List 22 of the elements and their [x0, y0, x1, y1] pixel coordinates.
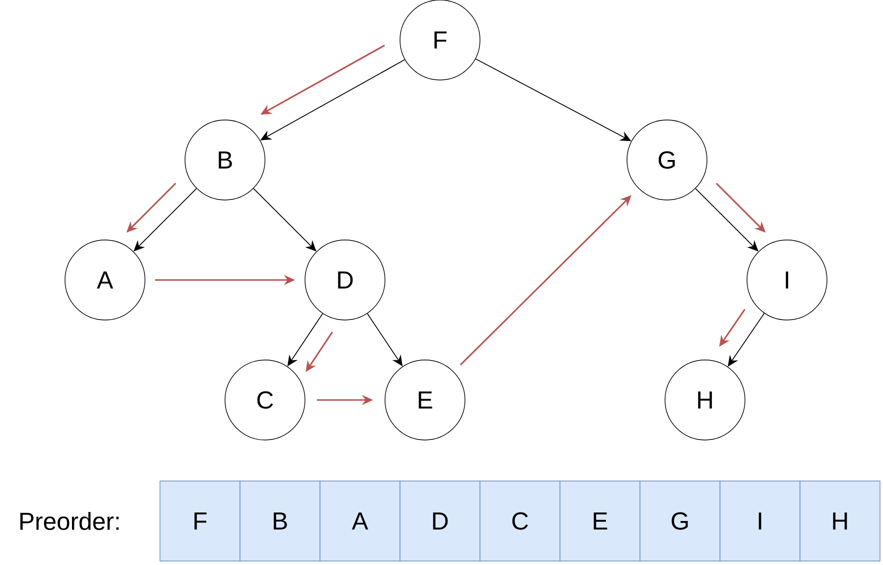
tree-edge	[253, 188, 316, 252]
tree-edge	[695, 188, 758, 252]
table-cell: I	[720, 480, 800, 562]
tree-node: G	[626, 120, 708, 200]
table-cell: G	[640, 480, 720, 562]
table-cell: F	[160, 480, 240, 562]
tree-node: H	[664, 360, 746, 440]
table-cell: H	[800, 480, 880, 562]
table-cell: A	[320, 480, 400, 562]
tree-node: B	[184, 120, 266, 200]
table-cell: C	[480, 480, 560, 562]
tree-node: I	[746, 240, 828, 320]
tree-node: C	[224, 360, 306, 440]
tree-node: F	[400, 0, 480, 80]
row-label: Preorder:	[20, 512, 119, 530]
tree-node: D	[304, 240, 386, 320]
tree-node: A	[64, 240, 146, 320]
table-cell: E	[560, 480, 640, 562]
table-cell: B	[240, 480, 320, 562]
tree-node: E	[384, 360, 466, 440]
tree-edge	[134, 188, 197, 252]
table-cell: D	[400, 480, 480, 562]
